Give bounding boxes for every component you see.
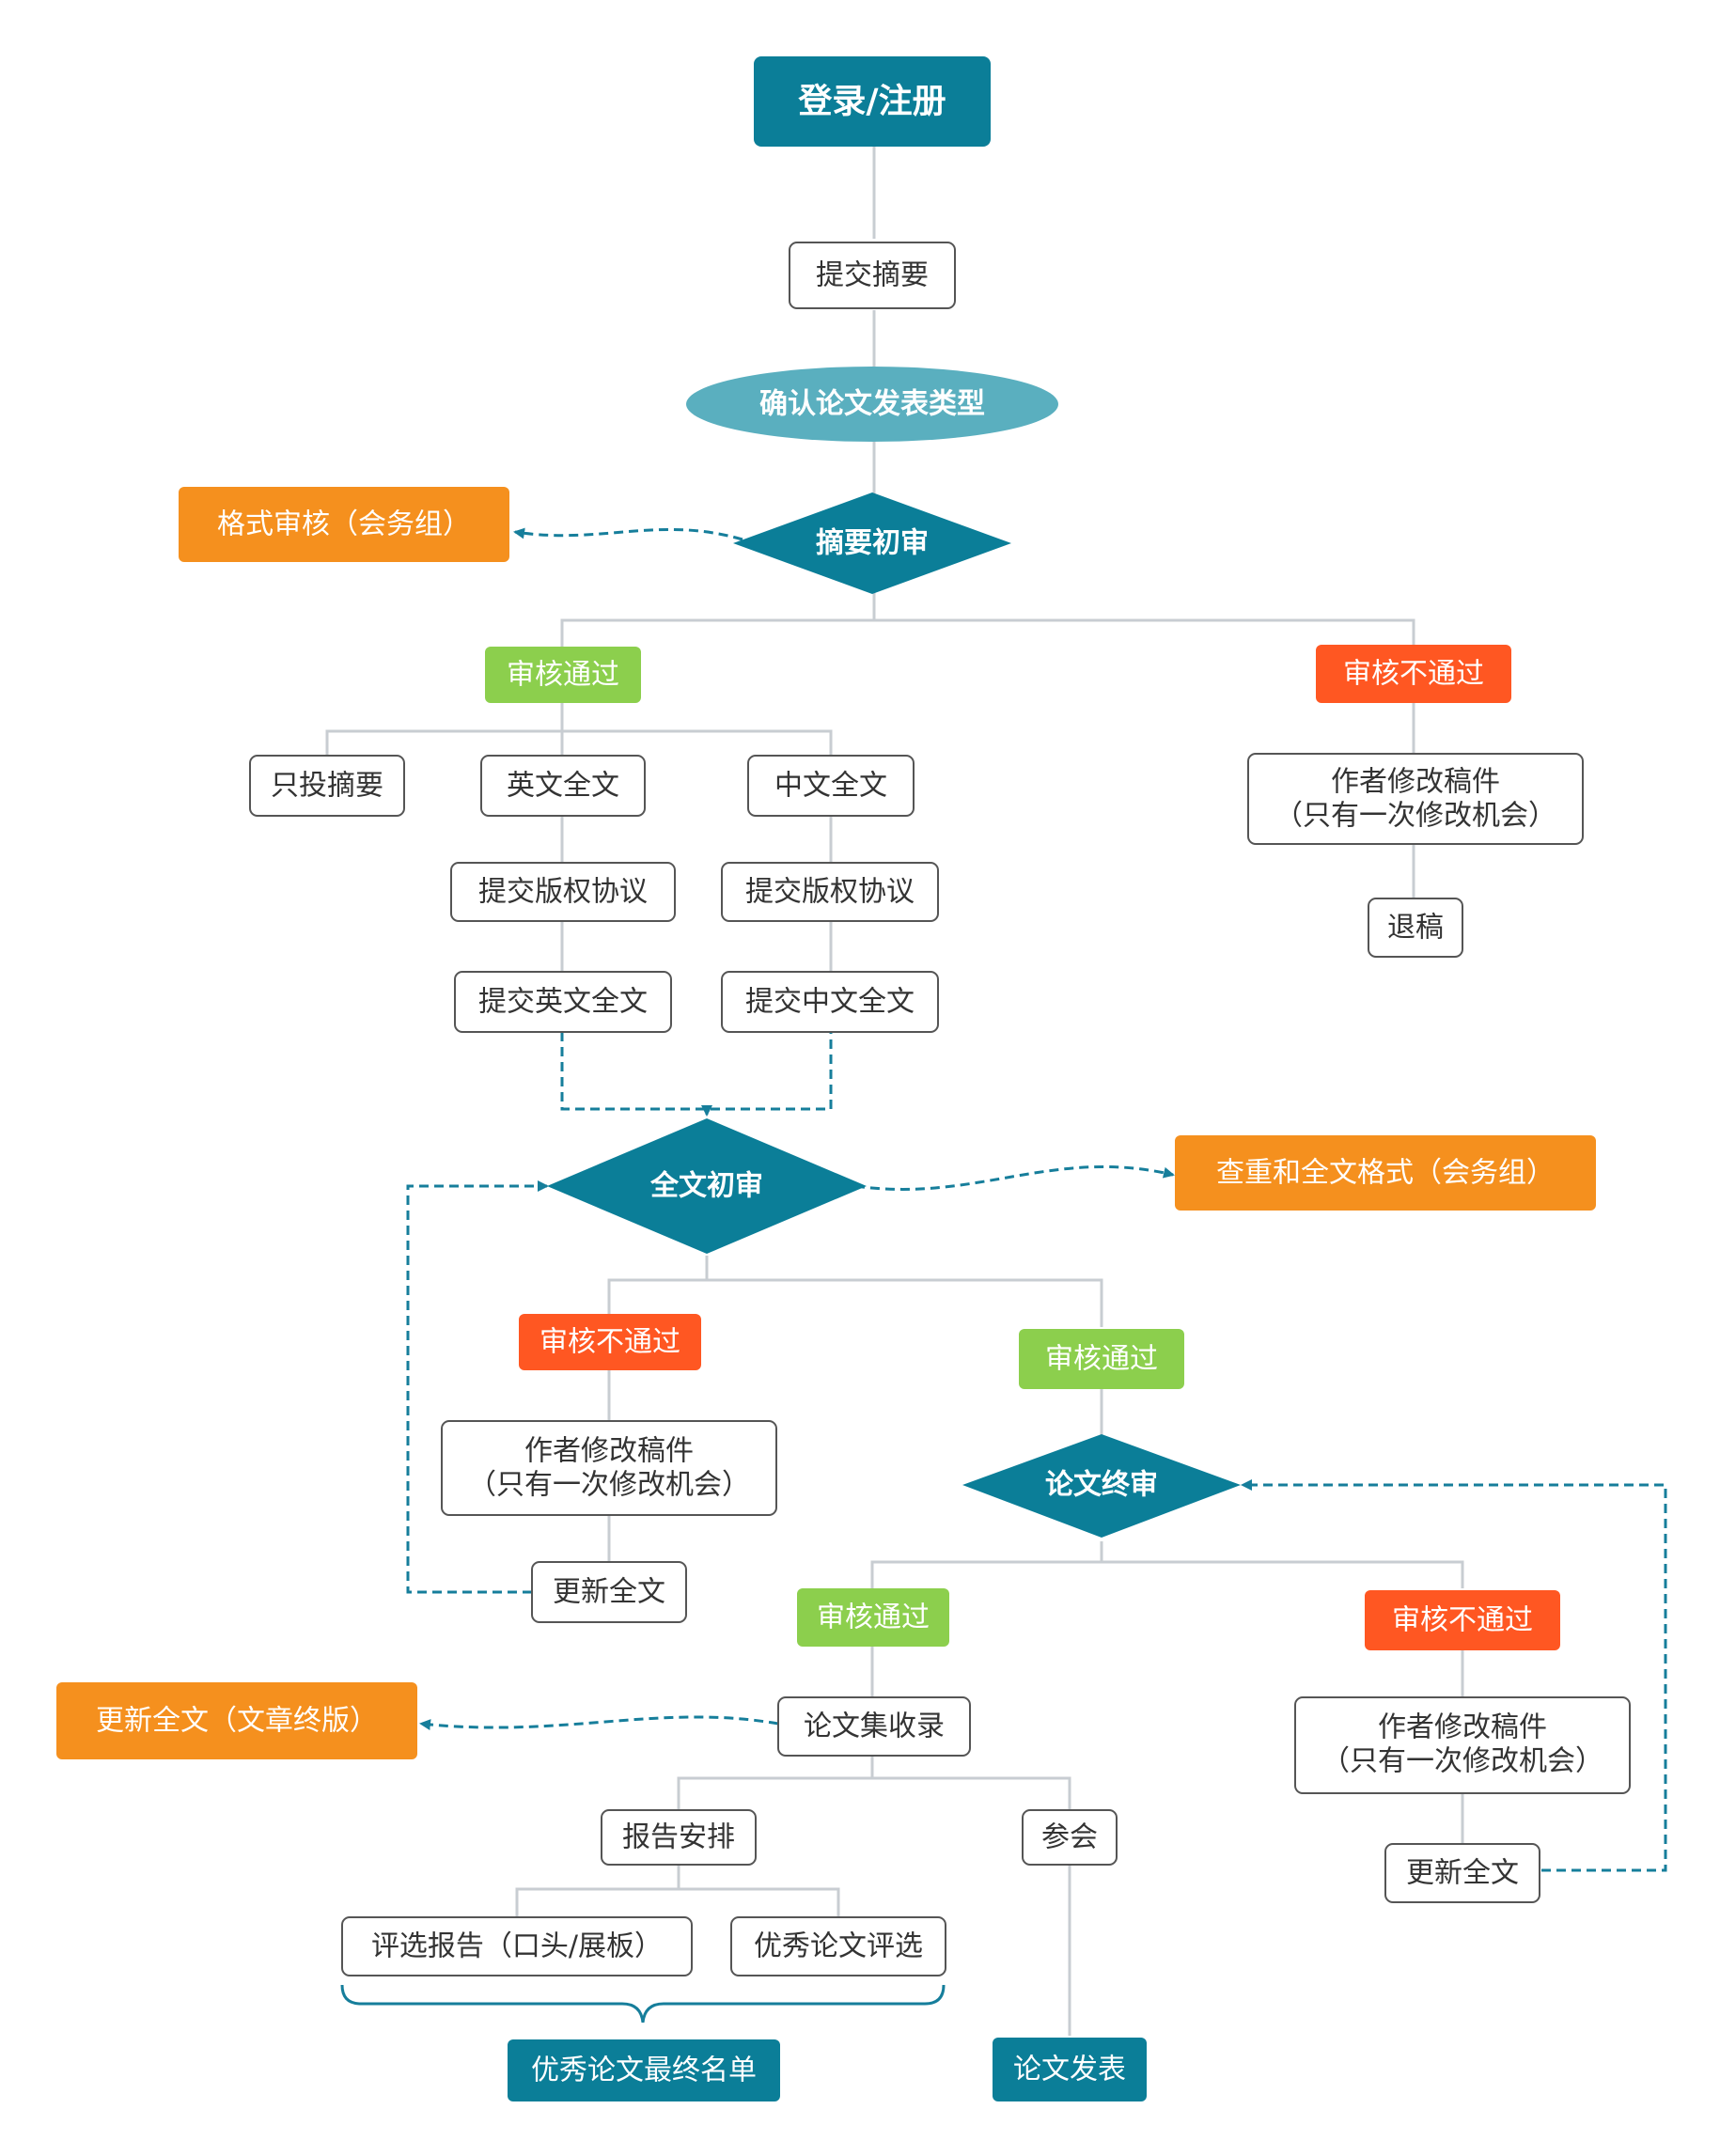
final-review-label: 论文终审: [1045, 1469, 1158, 1502]
update-full-1-label: 更新全文: [553, 1576, 665, 1609]
excellent-list-label: 优秀论文最终名单: [531, 2054, 757, 2087]
final-review-node[interactable]: 论文终审: [962, 1434, 1241, 1538]
selection-report-label: 评选报告（口头/展板）: [371, 1930, 663, 1963]
publication-node[interactable]: 论文发表: [993, 2038, 1147, 2101]
plagiarism-check-label: 查重和全文格式（会务组）: [1216, 1157, 1555, 1190]
selection-report-node[interactable]: 评选报告（口头/展板）: [341, 1916, 693, 1976]
publication-label: 论文发表: [1013, 2054, 1126, 2086]
confirm-type-label: 确认论文发表类型: [759, 388, 985, 421]
abstract-review-node[interactable]: 摘要初审: [733, 492, 1011, 594]
update-full-1-node[interactable]: 更新全文: [531, 1561, 687, 1623]
final-revise-line1: 作者修改稿件: [1378, 1711, 1547, 1744]
format-check-node[interactable]: 格式审核（会务组）: [179, 487, 509, 562]
group-brace: [340, 1984, 946, 2023]
chinese-full-node[interactable]: 中文全文: [747, 755, 915, 817]
final-fail-label: 审核不通过: [1392, 1604, 1533, 1637]
reject-node[interactable]: 退稿: [1368, 898, 1463, 958]
submit-abstract-node[interactable]: 提交摘要: [789, 242, 956, 309]
full-revise-line2: （只有一次修改机会）: [468, 1469, 750, 1502]
final-pass-label: 审核通过: [817, 1601, 930, 1634]
update-final-label: 更新全文（文章终版）: [96, 1705, 378, 1738]
proceedings-label: 论文集收录: [804, 1711, 945, 1743]
full-fail-badge[interactable]: 审核不通过: [519, 1314, 701, 1370]
full-revise-line1: 作者修改稿件: [524, 1435, 694, 1468]
excellent-list-node[interactable]: 优秀论文最终名单: [508, 2039, 780, 2101]
english-full-label: 英文全文: [507, 770, 619, 803]
excellent-selection-label: 优秀论文评选: [754, 1930, 923, 1963]
abstract-only-node[interactable]: 只投摘要: [249, 755, 405, 817]
full-pass-label: 审核通过: [1045, 1343, 1158, 1376]
submit-abstract-label: 提交摘要: [816, 259, 929, 292]
report-arrangement-label: 报告安排: [622, 1821, 735, 1854]
submit-cn-label: 提交中文全文: [745, 986, 915, 1019]
abstract-pass-badge[interactable]: 审核通过: [485, 647, 641, 703]
plagiarism-check-node[interactable]: 查重和全文格式（会务组）: [1175, 1135, 1596, 1211]
login-node[interactable]: 登录/注册: [754, 56, 991, 147]
final-revise-node[interactable]: 作者修改稿件 （只有一次修改机会）: [1294, 1696, 1631, 1794]
abstract-revise-node[interactable]: 作者修改稿件 （只有一次修改机会）: [1247, 753, 1584, 845]
update-full-2-node[interactable]: 更新全文: [1384, 1843, 1540, 1903]
full-review-node[interactable]: 全文初审: [547, 1118, 867, 1254]
full-review-label: 全文初审: [649, 1170, 763, 1203]
confirm-type-node[interactable]: 确认论文发表类型: [686, 367, 1058, 442]
report-arrangement-node[interactable]: 报告安排: [601, 1809, 757, 1866]
full-pass-badge[interactable]: 审核通过: [1019, 1329, 1184, 1389]
copyright-en-node[interactable]: 提交版权协议: [450, 862, 676, 922]
connectors: [325, 147, 1464, 2036]
english-full-node[interactable]: 英文全文: [480, 755, 646, 817]
excellent-selection-node[interactable]: 优秀论文评选: [730, 1916, 946, 1976]
submit-en-label: 提交英文全文: [478, 986, 648, 1019]
abstract-revise-line2: （只有一次修改机会）: [1274, 800, 1556, 833]
full-fail-label: 审核不通过: [539, 1326, 680, 1359]
dashed-flows: [406, 527, 1667, 1872]
update-full-2-label: 更新全文: [1406, 1857, 1519, 1890]
abstract-fail-badge[interactable]: 审核不通过: [1316, 645, 1511, 703]
copyright-cn-label: 提交版权协议: [745, 876, 915, 909]
attend-node[interactable]: 参会: [1022, 1809, 1118, 1866]
abstract-revise-line1: 作者修改稿件: [1331, 766, 1500, 799]
abstract-fail-label: 审核不通过: [1343, 658, 1484, 691]
attend-label: 参会: [1041, 1821, 1098, 1854]
final-pass-badge[interactable]: 审核通过: [797, 1588, 949, 1647]
full-revise-node[interactable]: 作者修改稿件 （只有一次修改机会）: [441, 1420, 777, 1516]
proceedings-node[interactable]: 论文集收录: [777, 1696, 971, 1757]
copyright-cn-node[interactable]: 提交版权协议: [721, 862, 939, 922]
login-label: 登录/注册: [797, 83, 946, 121]
update-final-node[interactable]: 更新全文（文章终版）: [56, 1682, 417, 1759]
abstract-review-label: 摘要初审: [816, 527, 929, 560]
reject-label: 退稿: [1387, 912, 1444, 945]
abstract-pass-label: 审核通过: [507, 659, 619, 692]
final-fail-badge[interactable]: 审核不通过: [1365, 1590, 1560, 1650]
format-check-label: 格式审核（会务组）: [217, 508, 471, 541]
copyright-en-label: 提交版权协议: [478, 876, 648, 909]
abstract-only-label: 只投摘要: [271, 770, 383, 803]
chinese-full-label: 中文全文: [774, 770, 887, 803]
submit-en-node[interactable]: 提交英文全文: [454, 971, 672, 1033]
submit-cn-node[interactable]: 提交中文全文: [721, 971, 939, 1033]
final-revise-line2: （只有一次修改机会）: [1321, 1745, 1603, 1778]
